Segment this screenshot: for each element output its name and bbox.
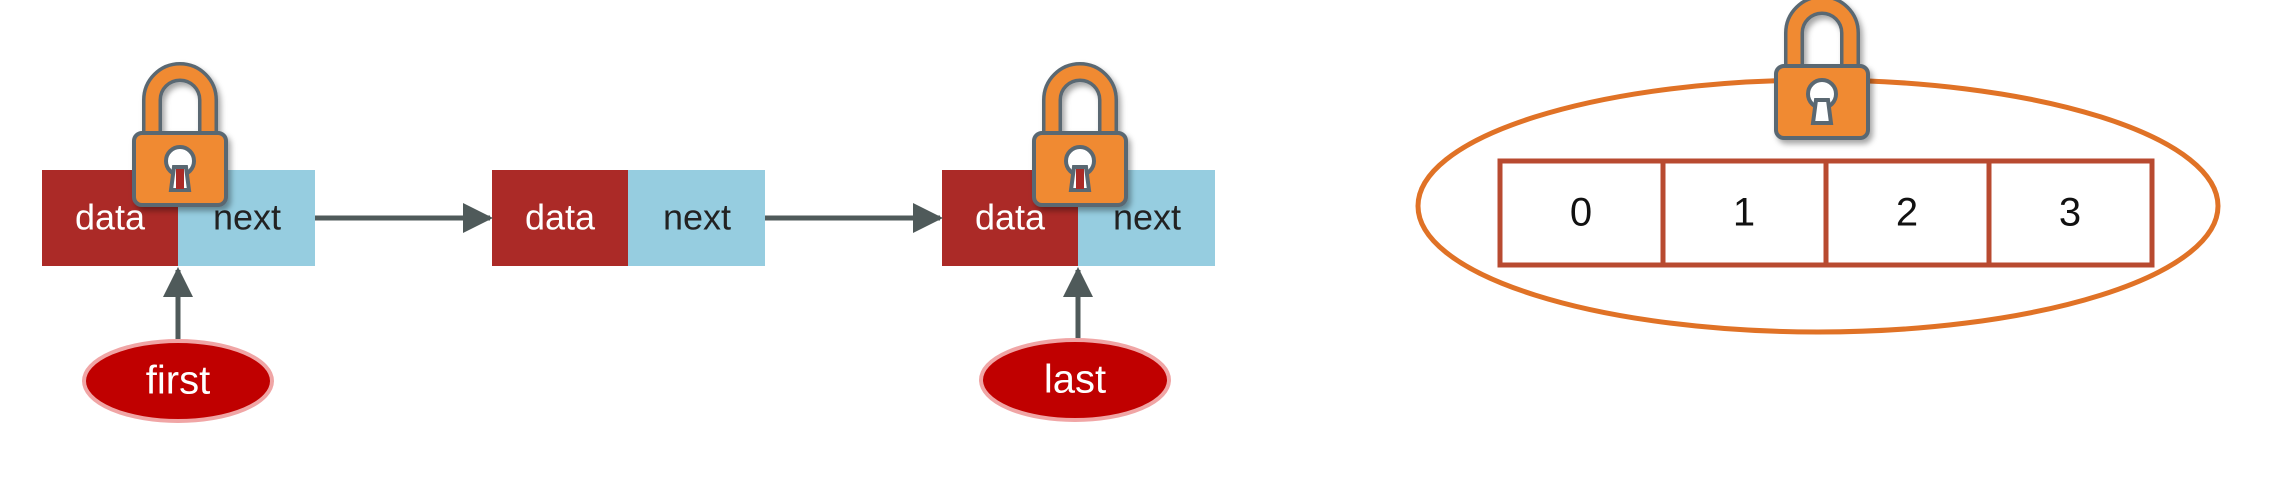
- first-pointer-label: first: [146, 359, 210, 403]
- array-cell-0-value: 0: [1570, 191, 1592, 235]
- node-2-next-label: next: [663, 197, 731, 238]
- padlock-icon: [132, 62, 228, 207]
- node-2-data-cell: [492, 170, 628, 266]
- array-cell-0: [1497, 158, 1666, 268]
- padlock-icon: [1774, 0, 1870, 140]
- array-cells: 0 1 2 3: [1497, 158, 2155, 268]
- array-cell-1-value: 1: [1733, 191, 1755, 235]
- array-cell-3: [1986, 158, 2155, 268]
- array-cell-3-value: 3: [2059, 191, 2081, 235]
- array-structure: 0 1 2 3: [1415, 0, 2221, 335]
- array-cell-2-value: 2: [1896, 191, 1918, 235]
- list-node-2: data next: [492, 170, 765, 266]
- node-3-data-label: data: [975, 197, 1046, 238]
- last-pointer-oval: [979, 338, 1171, 422]
- last-pointer: last: [979, 338, 1171, 422]
- last-pointer-label: last: [1044, 358, 1106, 402]
- node-2-next-cell: [628, 170, 765, 266]
- padlock-icon: [1032, 62, 1128, 207]
- node-2-data-label: data: [525, 197, 596, 238]
- linked-list: data next data next data next first: [42, 62, 1215, 423]
- first-pointer: first: [82, 339, 274, 423]
- node-1-data-label: data: [75, 197, 146, 238]
- first-pointer-oval: [82, 339, 274, 423]
